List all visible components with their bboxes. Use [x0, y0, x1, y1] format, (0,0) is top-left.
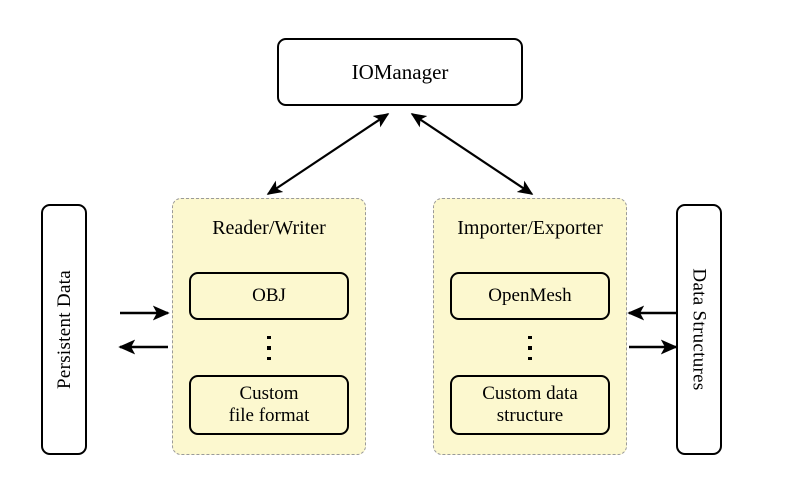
persistent-data-label: Persistent Data	[53, 269, 75, 390]
importer-exporter-item-openmesh[interactable]: OpenMesh	[450, 272, 610, 320]
reader-writer-panel[interactable]: Reader/Writer OBJ Custom file format	[172, 198, 366, 455]
reader-writer-item-obj-label: OBJ	[252, 284, 286, 306]
importer-exporter-item-custom-data-structure[interactable]: Custom data structure	[450, 375, 610, 435]
reader-writer-panel-title: Reader/Writer	[212, 217, 326, 239]
importer-exporter-ellipsis-icon	[434, 327, 626, 369]
importer-exporter-item-openmesh-label: OpenMesh	[488, 284, 572, 306]
arrow-manager-to-reader-writer	[266, 113, 390, 195]
importer-exporter-item-custom-line2: structure	[496, 405, 564, 426]
persistent-data-box[interactable]: Persistent Data	[41, 204, 87, 455]
reader-writer-item-obj[interactable]: OBJ	[189, 272, 349, 320]
reader-writer-item-custom-line2: file format	[228, 405, 310, 426]
importer-exporter-item-custom-line1: Custom data	[482, 382, 578, 404]
reader-writer-item-custom-line1: Custom	[239, 382, 299, 404]
data-structures-label: Data Structures	[688, 268, 710, 391]
iomanager-box[interactable]: IOManager	[277, 38, 523, 106]
reader-writer-item-custom-file-format[interactable]: Custom file format	[189, 375, 349, 435]
importer-exporter-panel-title: Importer/Exporter	[457, 217, 603, 239]
data-structures-box[interactable]: Data Structures	[676, 204, 722, 455]
arrow-manager-to-importer-exporter	[410, 113, 534, 195]
iomanager-label: IOManager	[351, 59, 449, 84]
reader-writer-ellipsis-icon	[173, 327, 365, 369]
importer-exporter-panel[interactable]: Importer/Exporter OpenMesh Custom data s…	[433, 198, 627, 455]
